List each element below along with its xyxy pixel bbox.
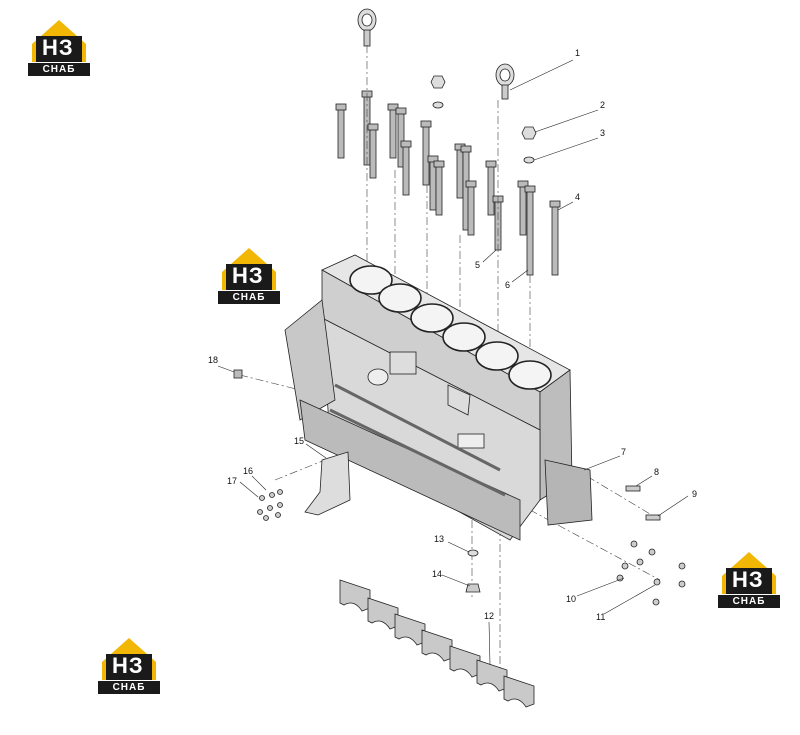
callout-13: 13 — [434, 534, 444, 544]
callout-8: 8 — [654, 467, 659, 477]
callout-3: 3 — [600, 128, 605, 138]
logo-caption: СНАБ — [732, 596, 766, 607]
leader-lines — [217, 59, 689, 666]
plug-left — [233, 369, 243, 379]
logo-caption: СНАБ — [42, 64, 76, 75]
callout-10: 10 — [566, 594, 576, 604]
brand-logo-mid-left: НЗ СНАБ — [218, 244, 280, 304]
washer-13 — [467, 549, 479, 557]
oil-gallery-tube — [334, 383, 501, 472]
logo-house-icon — [718, 552, 780, 608]
brand-logo-top-left: НЗ СНАБ — [28, 16, 90, 76]
callout-15: 15 — [294, 436, 304, 446]
callout-7: 7 — [621, 447, 626, 457]
callout-12: 12 — [484, 611, 494, 621]
side-cover-plate — [389, 351, 417, 375]
side-window — [457, 433, 485, 449]
callout-2: 2 — [600, 100, 605, 110]
nut-top — [430, 75, 446, 89]
main-bearing-caps — [339, 579, 535, 708]
logo-letters: НЗ — [42, 35, 74, 60]
callout-18: 18 — [208, 355, 218, 365]
head-bolts — [335, 90, 561, 276]
logo-house-icon — [28, 20, 90, 76]
callout-16: 16 — [243, 466, 253, 476]
washer-3 — [523, 156, 535, 164]
logo-letters: НЗ — [232, 263, 264, 288]
logo-letters: НЗ — [732, 567, 764, 592]
cylinder-bores — [349, 265, 552, 390]
callout-4: 4 — [575, 192, 580, 202]
nuts-washers-right — [616, 540, 686, 606]
callout-1: 1 — [575, 48, 580, 58]
pin-8 — [625, 485, 641, 492]
callout-5: 5 — [475, 260, 480, 270]
callout-17: 17 — [227, 476, 237, 486]
pin-9 — [645, 514, 661, 521]
callout-14: 14 — [432, 569, 442, 579]
lifting-eye-right — [495, 63, 515, 100]
washer-top — [432, 101, 444, 109]
lifting-eye-left — [357, 8, 377, 47]
brand-logo-bottom-left: НЗ СНАБ — [98, 634, 160, 694]
nut-2 — [521, 126, 537, 140]
callout-6: 6 — [505, 280, 510, 290]
callout-9: 9 — [692, 489, 697, 499]
oil-gallery-tube-2 — [329, 408, 506, 497]
logo-letters: НЗ — [112, 653, 144, 678]
logo-caption: СНАБ — [232, 292, 266, 303]
logo-house-icon — [218, 248, 280, 304]
brand-logo-right: НЗ СНАБ — [718, 548, 780, 608]
callout-11: 11 — [596, 612, 605, 622]
logo-house-icon — [98, 638, 160, 694]
side-flange — [447, 384, 471, 416]
side-port — [367, 368, 389, 386]
bracket — [304, 451, 351, 516]
callout-labels: 1 2 3 4 5 6 7 8 9 10 11 12 13 14 15 16 1… — [208, 48, 697, 622]
logo-caption: СНАБ — [112, 682, 146, 693]
small-nuts-left — [257, 489, 283, 521]
